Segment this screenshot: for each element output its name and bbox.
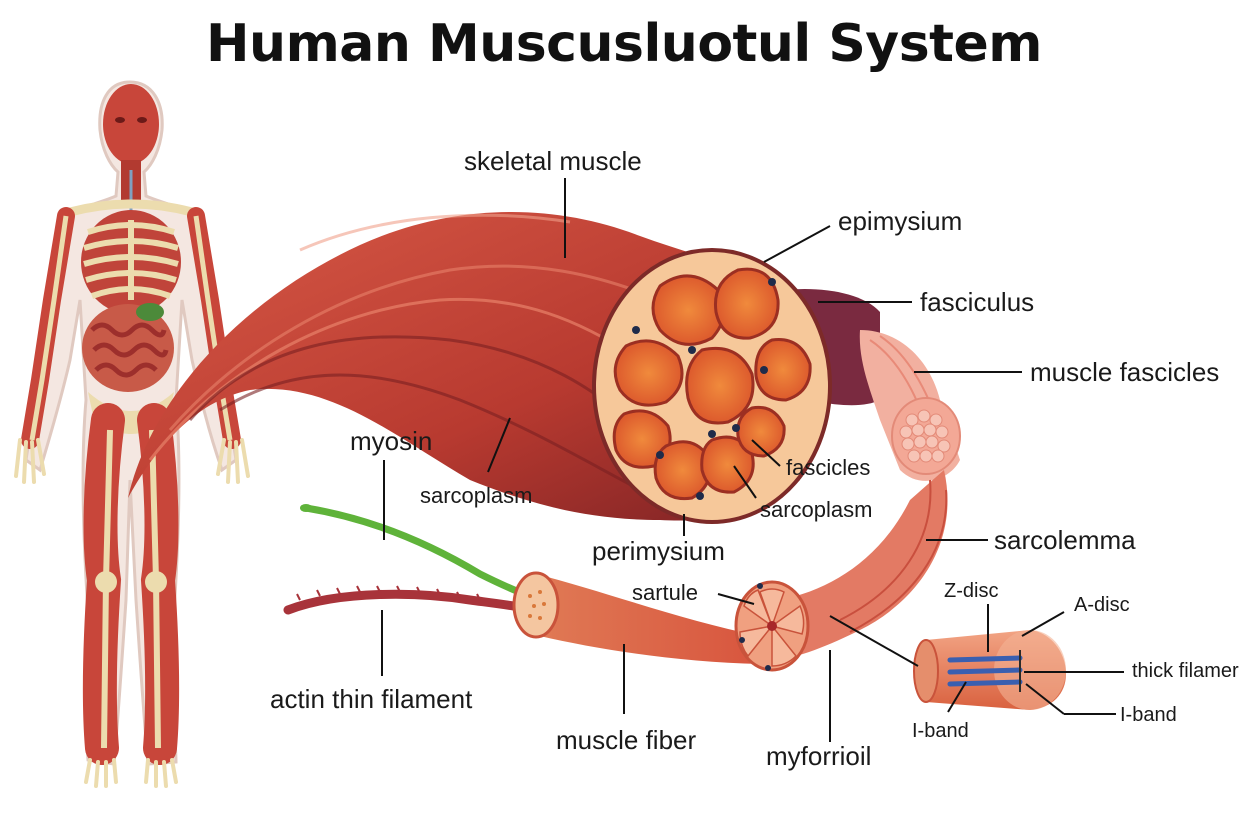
myosin-filament <box>300 504 528 598</box>
head <box>103 84 159 164</box>
muscle-cross-section <box>592 248 832 524</box>
label-epimysium: epimysium <box>838 206 963 236</box>
label-i-band-right: I-band <box>1120 704 1177 726</box>
rib-cage <box>81 210 181 314</box>
actin-filament <box>283 585 531 615</box>
label-sartule: sartule <box>632 580 699 605</box>
label-z-disc: Z-disc <box>944 580 999 602</box>
label-muscle-fascicles: muscle fascicles <box>1030 357 1220 387</box>
label-fascicles: fascicles <box>786 455 871 480</box>
muscle-fiber <box>512 571 760 664</box>
label-thick-filament: thick filamer <box>1132 660 1239 682</box>
label-fasciculus: fasciculus <box>920 287 1035 317</box>
label-actin-thin-filament: actin thin filament <box>270 684 473 714</box>
leader-lines <box>381 178 1124 742</box>
label-a-disc: A-disc <box>1074 594 1130 616</box>
label-sarcoplasm-left: sarcoplasm <box>420 483 533 508</box>
label-i-band-left: I-band <box>912 720 969 742</box>
legs <box>82 403 180 788</box>
myofibril-cross-section <box>734 580 810 672</box>
arms <box>14 207 250 484</box>
label-myosin: myosin <box>350 426 433 456</box>
label-myforrioil: myforrioil <box>766 741 872 771</box>
label-muscle-fiber: muscle fiber <box>556 725 697 755</box>
label-perimysium: perimysium <box>592 536 725 566</box>
diagram-title: Human Muscusluotul System <box>206 14 1042 74</box>
label-sarcolemma: sarcolemma <box>994 525 1136 555</box>
human-body-figure <box>14 80 250 788</box>
abdomen-organs <box>82 303 174 392</box>
label-sarcoplasm-right: sarcoplasm <box>760 497 873 522</box>
label-skeletal-muscle: skeletal muscle <box>464 146 642 176</box>
